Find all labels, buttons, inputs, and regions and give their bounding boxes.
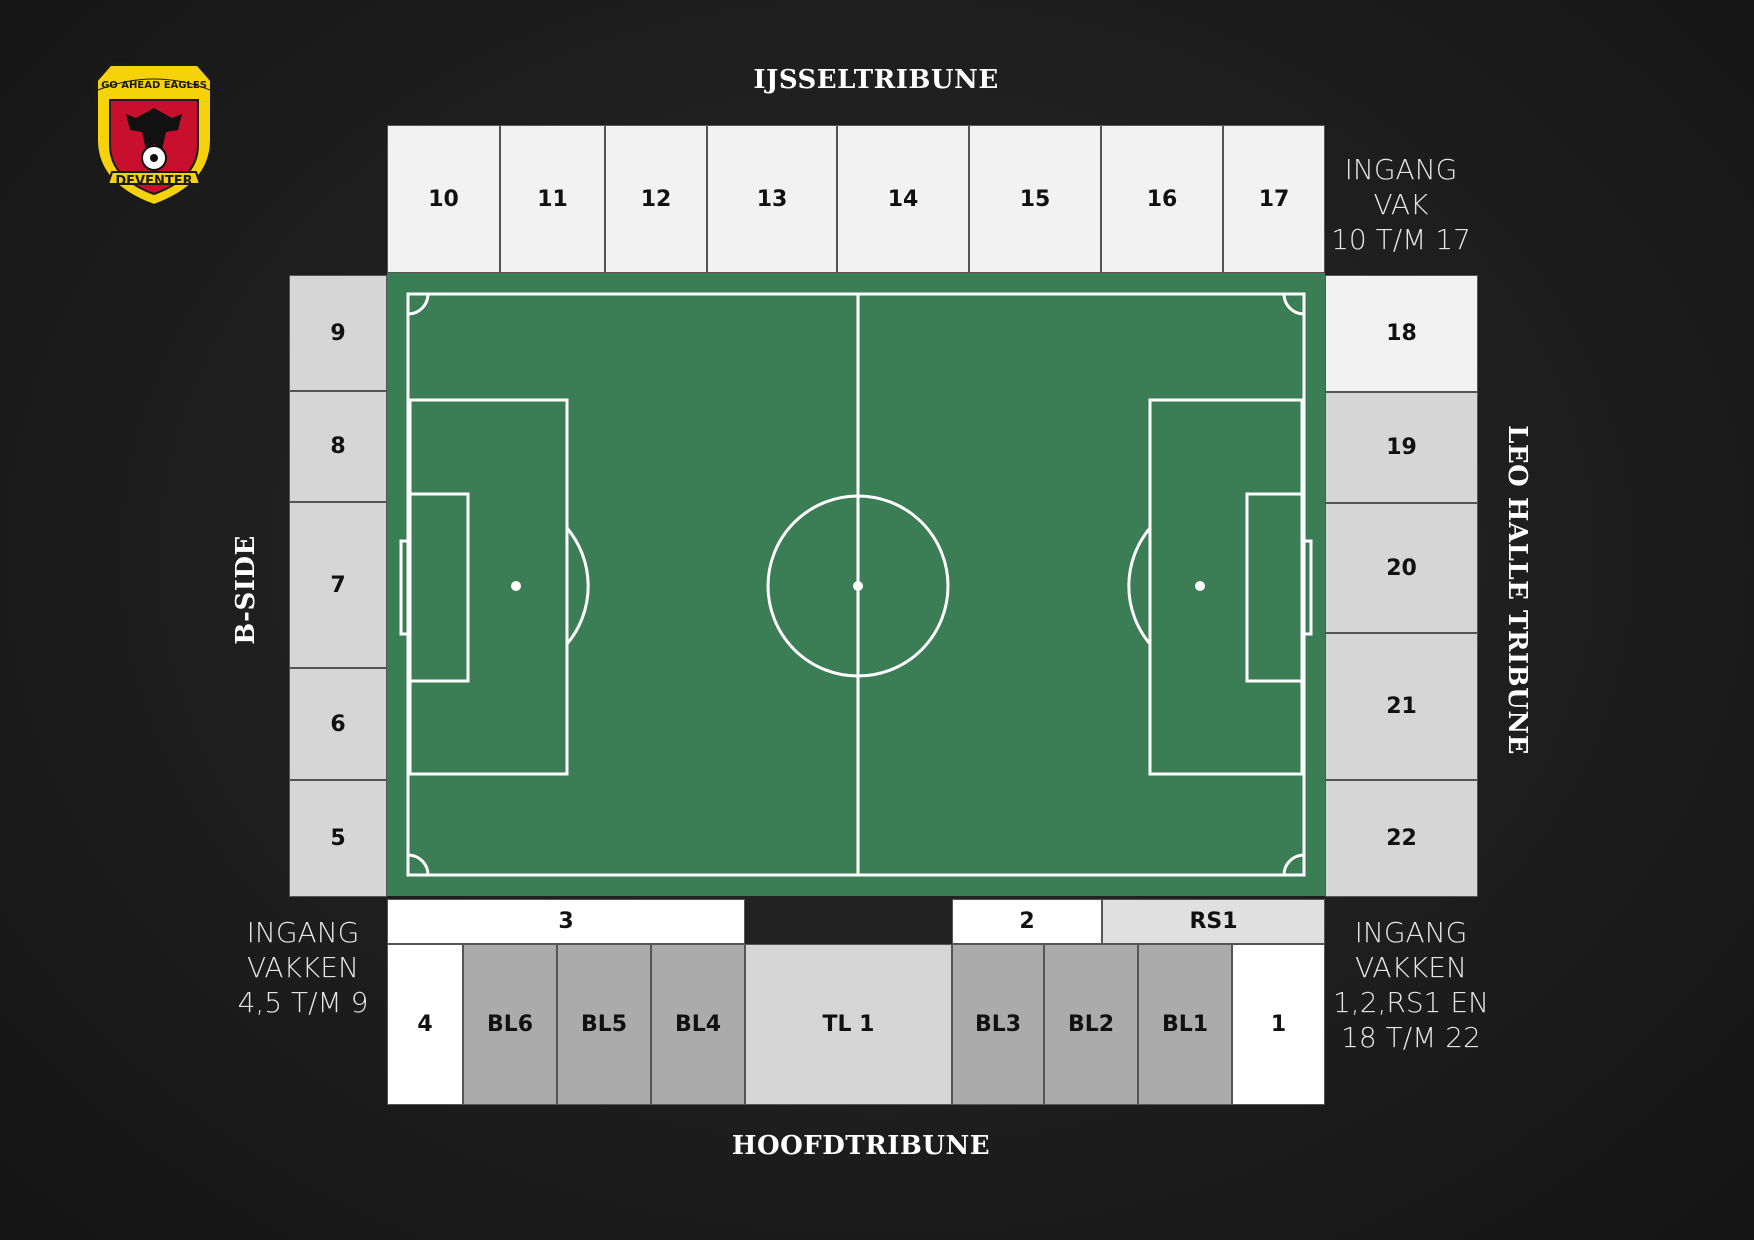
section-4[interactable]: 4 [387, 944, 463, 1105]
section-bl5[interactable]: BL5 [557, 944, 651, 1105]
section-10[interactable]: 10 [387, 125, 500, 273]
section-17[interactable]: 17 [1223, 125, 1325, 273]
entrance-label-bottom-right: INGANG VAKKEN 1,2,RS1 EN 18 T/M 22 [1316, 915, 1506, 1055]
section-20[interactable]: 20 [1325, 503, 1478, 633]
logo-top-text: GO AHEAD EAGLES [101, 80, 207, 91]
entrance-line: 10 T/M 17 [1331, 223, 1471, 256]
section-6[interactable]: 6 [289, 668, 387, 780]
section-18[interactable]: 18 [1325, 275, 1478, 392]
football-pitch [387, 273, 1325, 896]
entrance-line: INGANG [246, 916, 360, 949]
entrance-line: 1,2,RS1 EN [1332, 986, 1489, 1019]
section-tl1[interactable]: TL 1 [745, 944, 952, 1105]
section-bl4[interactable]: BL4 [651, 944, 745, 1105]
entrance-line: INGANG [1344, 153, 1458, 186]
tribune-title-north: IJSSELTRIBUNE [753, 65, 999, 95]
section-rs1[interactable]: RS1 [1102, 899, 1325, 944]
entrance-line: VAKKEN [247, 951, 359, 984]
section-bl2[interactable]: BL2 [1044, 944, 1138, 1105]
section-2[interactable]: 2 [952, 899, 1102, 944]
entrance-label-top-right: INGANG VAK 10 T/M 17 [1306, 152, 1496, 257]
entrance-line: 4,5 T/M 9 [237, 986, 369, 1019]
section-bl6[interactable]: BL6 [463, 944, 557, 1105]
section-8[interactable]: 8 [289, 391, 387, 502]
section-bl3[interactable]: BL3 [952, 944, 1044, 1105]
section-13[interactable]: 13 [707, 125, 837, 273]
section-11[interactable]: 11 [500, 125, 605, 273]
section-7[interactable]: 7 [289, 502, 387, 668]
section-21[interactable]: 21 [1325, 633, 1478, 780]
club-logo: GO AHEAD EAGLES DEVENTER [90, 60, 218, 210]
entrance-line: VAK [1373, 188, 1429, 221]
section-14[interactable]: 14 [837, 125, 969, 273]
entrance-label-bottom-left: INGANG VAKKEN 4,5 T/M 9 [208, 915, 398, 1020]
section-16[interactable]: 16 [1101, 125, 1223, 273]
entrance-line: INGANG [1354, 916, 1468, 949]
section-22[interactable]: 22 [1325, 780, 1478, 897]
entrance-line: 18 T/M 22 [1341, 1021, 1481, 1054]
section-19[interactable]: 19 [1325, 392, 1478, 503]
section-3[interactable]: 3 [387, 899, 745, 944]
section-12[interactable]: 12 [605, 125, 707, 273]
logo-bottom-text: DEVENTER [115, 174, 193, 189]
tribune-title-east: LEO HALLE TRIBUNE [1502, 425, 1532, 755]
section-bl1[interactable]: BL1 [1138, 944, 1232, 1105]
section-9[interactable]: 9 [289, 275, 387, 391]
section-1[interactable]: 1 [1232, 944, 1325, 1105]
entrance-line: VAKKEN [1355, 951, 1467, 984]
section-15[interactable]: 15 [969, 125, 1101, 273]
tribune-title-west: B-SIDE [231, 535, 261, 645]
tribune-title-south: HOOFDTRIBUNE [731, 1131, 991, 1161]
section-5[interactable]: 5 [289, 780, 387, 897]
